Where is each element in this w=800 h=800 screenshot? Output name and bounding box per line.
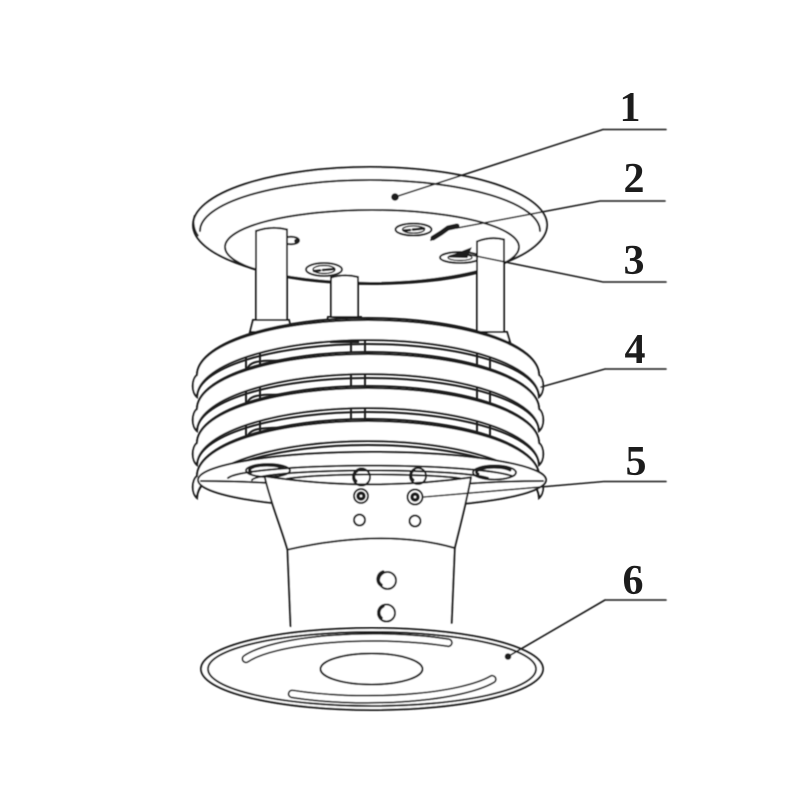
svg-text:3: 3 [624,238,645,284]
svg-text:5: 5 [626,439,647,485]
svg-text:1: 1 [620,85,641,131]
svg-text:6: 6 [623,558,644,604]
svg-text:2: 2 [624,156,645,202]
svg-text:4: 4 [625,327,646,373]
